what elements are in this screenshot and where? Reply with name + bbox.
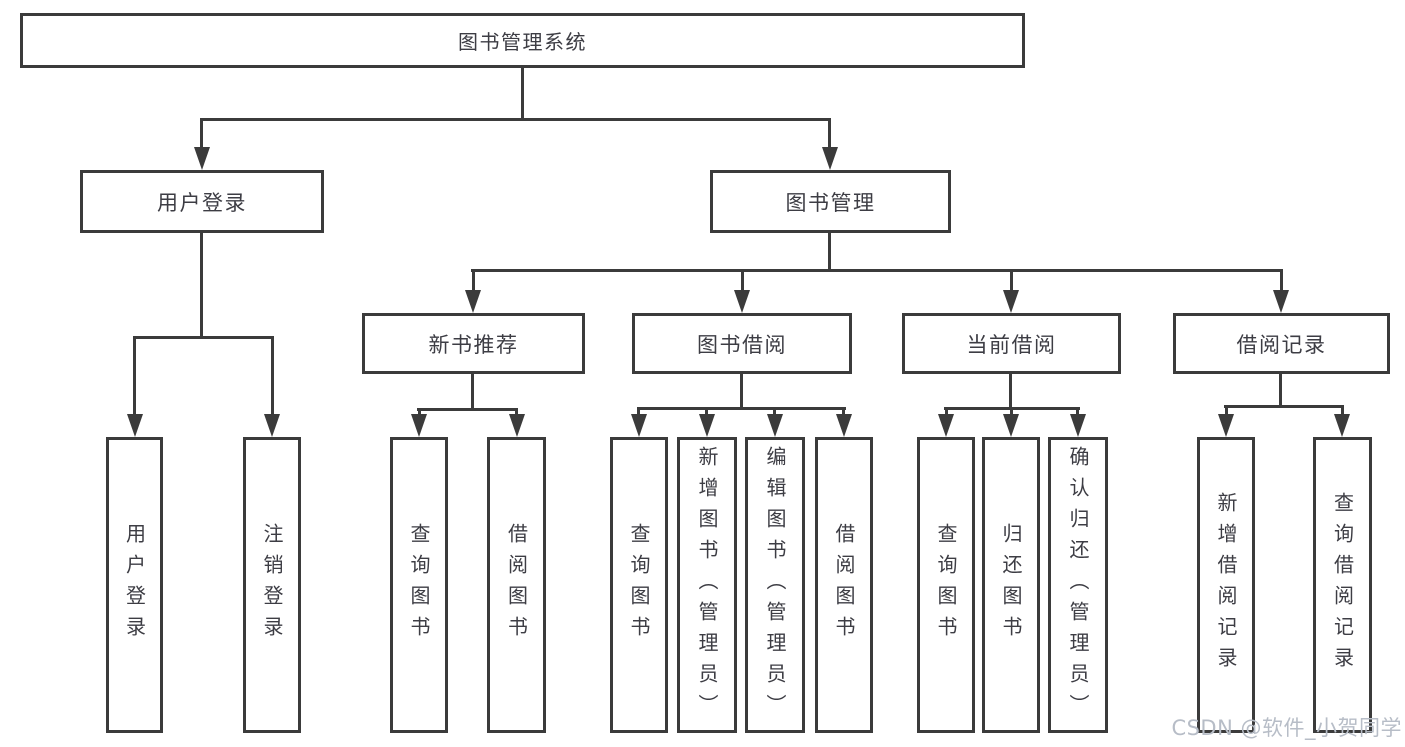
connector-line [133,336,136,416]
leaf-node-add-borrow-record: 新增借阅记录 [1197,437,1255,733]
connector-line [271,336,274,416]
leaf-label: 注销登录 [260,523,284,647]
leaf-node-query-books: 查询图书 [917,437,975,733]
leaf-node-logout: 注销登录 [243,437,301,733]
leaf-node-edit-books-admin: 编辑图书（管理员） [745,437,805,733]
connector-arrowhead [1273,290,1289,313]
connector-arrowhead [1003,414,1019,437]
leaf-label: 查询图书 [934,523,958,647]
connector-line [1009,374,1012,407]
connector-line [471,374,474,408]
connector-line [705,407,708,417]
leaf-label: 借阅图书 [504,523,529,647]
connector-line [417,408,518,411]
node-label: 新书推荐 [428,332,519,357]
connector-arrowhead [767,414,783,437]
connector-arrowhead [938,414,954,437]
connector-line [637,407,640,417]
leaf-node-add-books-admin: 新增图书（管理员） [677,437,737,733]
leaf-label: 确认归还（管理员） [1066,445,1090,725]
node-label: 用户登录 [157,190,247,215]
connector-arrowhead [734,290,750,313]
connector-arrowhead [509,414,525,437]
leaf-label: 借阅图书 [832,523,856,647]
leaf-node-confirm-return-admin: 确认归还（管理员） [1048,437,1108,733]
leaf-node-borrow-books: 借阅图书 [815,437,873,733]
leaf-node-return-books: 归还图书 [982,437,1040,733]
connector-line [200,118,203,151]
connector-line [200,118,831,121]
connector-line [1280,269,1283,293]
node-library-management-system: 图书管理系统 [20,13,1025,68]
leaf-node-borrow-books: 借阅图书 [487,437,546,733]
node-borrowing-records: 借阅记录 [1173,313,1390,374]
connector-arrowhead [1334,414,1350,437]
connector-arrowhead [465,290,481,313]
connector-line [1010,407,1013,417]
connector-line [1010,269,1013,293]
node-label: 当前借阅 [966,332,1057,357]
leaf-label: 新增借阅记录 [1214,492,1238,678]
node-current-borrowing: 当前借阅 [902,313,1121,374]
leaf-node-query-books: 查询图书 [390,437,448,733]
connector-arrowhead [631,414,647,437]
connector-line [945,407,948,417]
connector-line [828,118,831,151]
connector-line [1225,405,1228,417]
connector-line [521,68,524,118]
connector-line [471,269,1283,272]
connector-line [828,233,831,269]
connector-line [741,269,744,293]
node-label: 借阅记录 [1236,332,1327,357]
node-label: 图书管理 [785,190,876,215]
node-new-book-recommendation: 新书推荐 [362,313,585,374]
connector-line [133,336,274,339]
connector-line [418,408,421,417]
connector-arrowhead [836,414,852,437]
connector-line [1279,374,1282,405]
connector-arrowhead [127,414,143,437]
connector-arrowhead [1003,290,1019,313]
watermark: CSDN @软件_小贺同学 [1171,716,1402,740]
connector-line [1224,405,1343,408]
leaf-label: 查询图书 [627,523,651,647]
connector-line [472,269,475,293]
leaf-label: 编辑图书（管理员） [763,445,787,725]
leaf-label: 查询图书 [407,523,431,647]
connector-line [637,407,846,410]
node-book-management: 图书管理 [710,170,951,233]
leaf-node-query-borrow-record: 查询借阅记录 [1313,437,1372,733]
node-label: 图书管理系统 [458,30,587,54]
connector-line [773,407,776,417]
connector-line [1341,405,1344,417]
connector-arrowhead [1218,414,1234,437]
connector-line [842,407,845,417]
connector-arrowhead [699,414,715,437]
node-user-login: 用户登录 [80,170,324,233]
connector-arrowhead [1070,414,1086,437]
leaf-label: 用户登录 [122,523,147,647]
connector-arrowhead [194,147,210,170]
connector-line [1076,407,1079,417]
leaf-label: 新增图书（管理员） [695,445,719,725]
connector-line [515,408,518,417]
node-label: 图书借阅 [697,332,787,357]
leaf-node-query-books: 查询图书 [610,437,668,733]
node-book-borrowing: 图书借阅 [632,313,852,374]
leaf-label: 查询借阅记录 [1330,492,1355,678]
connector-arrowhead [411,414,427,437]
leaf-label: 归还图书 [999,523,1023,647]
connector-line [200,233,203,336]
leaf-node-user-login: 用户登录 [106,437,163,733]
connector-line [740,374,743,407]
connector-arrowhead [822,147,838,170]
connector-arrowhead [264,414,280,437]
